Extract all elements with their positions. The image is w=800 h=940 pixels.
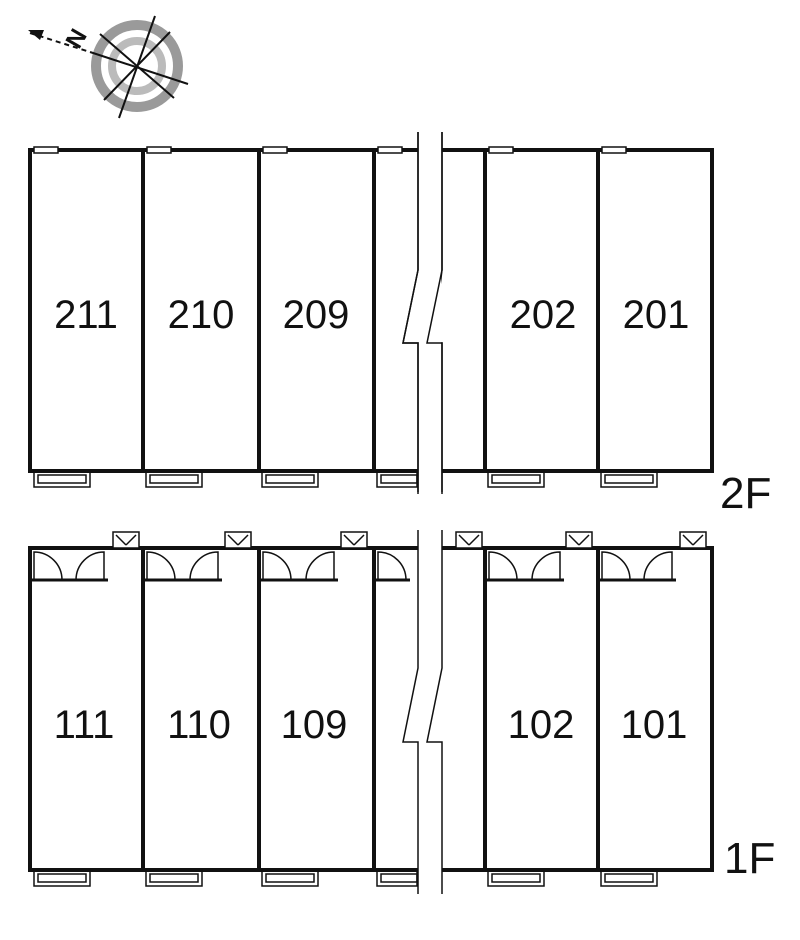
unit-label-101: 101 (621, 703, 688, 747)
unit-label-111: 111 (54, 703, 115, 747)
unit-label-210: 210 (168, 293, 235, 337)
floor-label-1f: 1F (724, 834, 775, 883)
floor-label-2f: 2F (720, 469, 771, 518)
unit-label-109: 109 (281, 703, 348, 747)
floor-2-plan: 211 210 209 202 201 2F (28, 132, 771, 518)
unit-label-201: 201 (623, 293, 690, 337)
floor-1-plan: 111 110 109 102 101 1F (28, 530, 775, 894)
unit-label-110: 110 (167, 703, 231, 747)
unit-label-102: 102 (508, 703, 575, 747)
unit-label-211: 211 (54, 293, 118, 337)
unit-label-209: 209 (283, 293, 350, 337)
compass-north-label: N (61, 24, 93, 53)
unit-label-202: 202 (510, 293, 577, 337)
compass-rose-icon: N (28, 15, 189, 119)
